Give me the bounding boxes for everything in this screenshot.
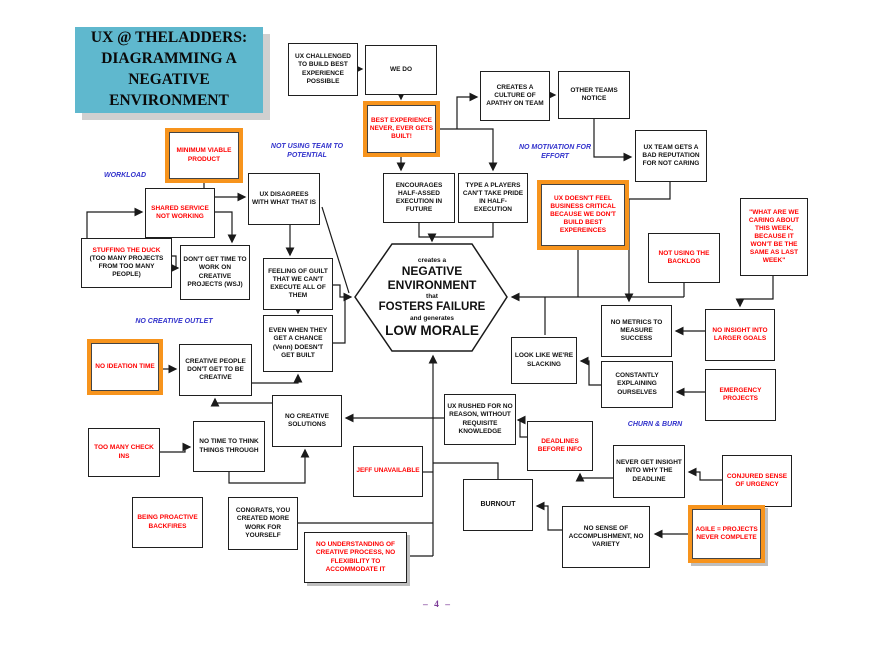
node-dont-get-time: DON'T GET TIME TO WORK ON CREATIVE PROJE…: [180, 245, 250, 300]
node-other-teams-notice: OTHER TEAMS NOTICE: [558, 71, 630, 119]
label-not-using-team: NOT USING TEAM TO POTENTIAL: [270, 143, 344, 160]
node-creates-apathy: CREATES A CULTURE OF APATHY ON TEAM: [480, 71, 550, 121]
node-no-creative-solutions: NO CREATIVE SOLUTIONS: [272, 395, 342, 447]
node-stuffing-the-duck: STUFFING THE DUCK (TOO MANY PROJECTS FRO…: [81, 238, 172, 288]
hex-line-that: that: [426, 292, 438, 300]
node-too-many-checkins: TOO MANY CHECK INS: [88, 428, 160, 477]
label-workload: WORKLOAD: [104, 172, 146, 179]
node-congrats-more-work: CONGRATS, YOU CREATED MORE WORK FOR YOUR…: [228, 497, 298, 550]
node-ux-challenged: UX CHALLENGED TO BUILD BEST EXPERIENCE P…: [288, 43, 358, 96]
node-no-metrics: NO METRICS TO MEASURE SUCCESS: [601, 305, 672, 357]
hex-line-creates-a: creates a: [417, 257, 447, 265]
node-ux-disagrees: UX DISAGREES WITH WHAT THAT IS: [248, 173, 320, 225]
node-being-proactive-backfires: BEING PROACTIVE BACKFIRES: [132, 497, 203, 548]
node-even-when-chance: EVEN WHEN THEY GET A CHANCE (Venn) DOESN…: [263, 315, 333, 372]
node-bad-reputation: UX TEAM GETS A BAD REPUTATION FOR NOT CA…: [635, 130, 707, 182]
node-no-time-to-think: NO TIME TO THINK THINGS THROUGH: [193, 421, 265, 472]
node-emergency-projects: EMERGENCY PROJECTS: [705, 369, 776, 421]
node-not-business-critical: UX DOESN'T FEEL BUSINESS CRITICAL BECAUS…: [537, 180, 629, 250]
negative-environment-hexagon: [354, 243, 508, 352]
page-number: – 4 –: [423, 600, 452, 610]
node-constantly-explaining: CONSTANTLY EXPLAINING OURSELVES: [601, 361, 673, 408]
node-shared-service: SHARED SERVICE NOT WORKING: [145, 188, 215, 238]
node-type-a-players: TYPE A PLAYERS CAN'T TAKE PRIDE IN HALF-…: [458, 173, 528, 223]
node-no-sense-accomplishment: NO SENSE OF ACCOMPLISHMENT, NO VARIETY: [562, 506, 650, 568]
node-never-get-insight-deadline: NEVER GET INSIGHT INTO WHY THE DEADLINE: [613, 445, 685, 498]
connectors: [86, 64, 774, 557]
stuffing-duck-subtitle: (TOO MANY PROJECTS FROM TOO MANY PEOPLE): [89, 254, 164, 279]
node-no-insight-goals: NO INSIGHT INTO LARGER GOALS: [705, 309, 775, 361]
node-agile-never-complete: AGILE = PROJECTS NEVER COMPLETE: [688, 505, 765, 563]
label-churn-and-burn: CHURN & BURN: [627, 421, 683, 428]
hex-line-fosters-failure: FOSTERS FAILURE: [378, 300, 486, 313]
node-look-like-slacking: LOOK LIKE WE'RE SLACKING: [511, 337, 577, 384]
node-burnout: BURNOUT: [463, 479, 533, 531]
node-no-understanding-creative: NO UNDERSTANDING OF CREATIVE PROCESS, NO…: [304, 532, 407, 583]
node-jeff-unavailable: JEFF UNAVAILABLE: [353, 446, 423, 497]
node-encourages-half-assed: ENCOURAGES HALF-ASSED EXECUTION IN FUTUR…: [383, 173, 455, 223]
node-what-are-we-caring: "WHAT ARE WE CARING ABOUT THIS WEEK, BEC…: [740, 198, 808, 276]
node-we-do: WE DO: [365, 45, 437, 95]
stuffing-duck-title: STUFFING THE DUCK: [92, 246, 161, 254]
node-ux-rushed: UX RUSHED FOR NO REASON, WITHOUT REQUISI…: [444, 394, 516, 445]
label-no-creative-outlet: NO CREATIVE OUTLET: [135, 318, 213, 325]
slide-title: UX @ THELADDERS: DIAGRAMMING A NEGATIVE …: [75, 27, 263, 113]
node-no-ideation-time: NO IDEATION TIME: [87, 339, 163, 395]
node-creative-people: CREATIVE PEOPLE DON'T GET TO BE CREATIVE: [179, 344, 252, 396]
node-deadlines-before-info: DEADLINES BEFORE INFO: [527, 421, 593, 471]
hex-line-low-morale: LOW MORALE: [385, 322, 479, 338]
node-minimum-viable-product: MINIMUM VIABLE PRODUCT: [165, 128, 243, 183]
node-feeling-of-guilt: FEELING OF GUILT THAT WE CAN'T EXECUTE A…: [263, 258, 333, 310]
hex-line-environment: ENVIRONMENT: [387, 277, 477, 292]
node-best-experience-never-built: BEST EXPERIENCE NEVER, EVER GETS BUILT!: [363, 101, 440, 157]
node-conjured-urgency: CONJURED SENSE OF URGENCY: [722, 455, 792, 507]
negative-environment-text: creates a NEGATIVE ENVIRONMENT that FOST…: [358, 247, 506, 349]
hex-line-negative: NEGATIVE: [401, 264, 463, 279]
hex-line-and-generates: and generates: [409, 314, 455, 322]
label-no-motivation: NO MOTIVATION FOR EFFORT: [518, 144, 592, 161]
node-not-using-backlog: NOT USING THE BACKLOG: [648, 233, 720, 283]
